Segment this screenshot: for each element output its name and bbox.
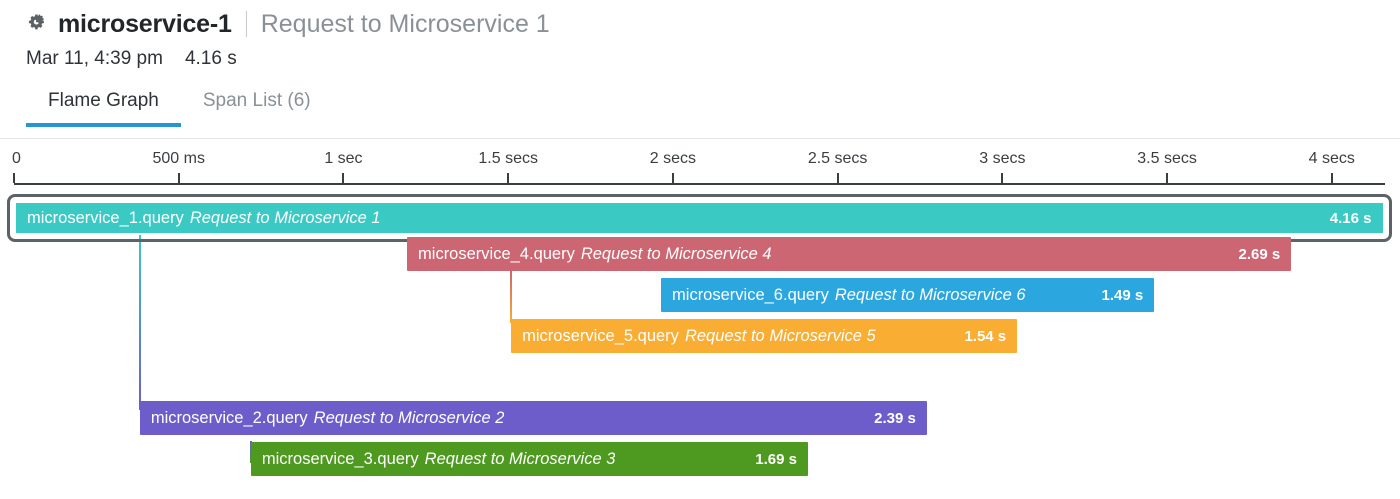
flame-bar-label: microservice_5.query Request to Microserv… xyxy=(511,327,876,346)
flame-bar-duration: 2.39 s xyxy=(874,409,916,427)
flame-bar[interactable]: microservice_5.query Request to Microserv… xyxy=(511,319,1018,353)
flame-bar-span-name: microservice_2.query xyxy=(150,408,308,427)
flame-bar-duration: 1.49 s xyxy=(1101,286,1144,304)
tab-span-list[interactable]: Span List (6) xyxy=(202,90,311,111)
title-divider xyxy=(245,11,247,37)
flame-bar-duration: 1.69 s xyxy=(755,450,797,468)
flame-bar-label: microservice_1.query Request to Microserv… xyxy=(16,209,381,228)
flame-bar-label: microservice_4.query Request to Microserv… xyxy=(407,245,772,264)
flame-bar-duration: 2.69 s xyxy=(1238,245,1281,263)
flame-bar-span-name: microservice_6.query xyxy=(672,285,829,304)
trace-subheader: Mar 11, 4:39 pm 4.16 s xyxy=(26,48,237,70)
flame-bar-label: microservice_3.query Request to Microserv… xyxy=(251,450,616,469)
axis-tick xyxy=(177,173,180,183)
tab-flame-graph[interactable]: Flame Graph xyxy=(26,90,181,127)
axis-tick xyxy=(342,173,345,183)
time-axis: 0 500 ms 1 sec 1.5 secs 2 secs 2.5 secs 3 secs… xyxy=(0,150,1400,188)
span-connector-line xyxy=(138,230,141,410)
flame-bar[interactable]: microservice_4.query Request to Microserv… xyxy=(407,237,1292,271)
axis-tick-label: 2.5 secs xyxy=(807,150,868,167)
flame-bar-operation: Request to Microservice 4 xyxy=(580,244,772,263)
axis-tick-label: 3.5 secs xyxy=(1137,150,1197,167)
axis-tick xyxy=(1001,173,1004,183)
axis-tick xyxy=(1166,173,1169,183)
flame-bar[interactable]: microservice_3.query Request to Microserv… xyxy=(250,442,808,476)
tab-bottom-rule xyxy=(0,138,1400,139)
flame-bar-span-name: microservice_3.query xyxy=(261,449,419,468)
axis-tick xyxy=(671,173,674,183)
flame-bar-span-name: microservice_1.query xyxy=(27,208,184,227)
axis-tick xyxy=(1330,173,1333,183)
operation-name: Request to Microservice 1 xyxy=(260,9,550,38)
axis-tick-label: 500 ms xyxy=(152,150,205,167)
axis-tick-label: 0 xyxy=(12,150,21,167)
axis-line xyxy=(14,183,1385,185)
flame-bar[interactable]: microservice_6.query Request to Microserv… xyxy=(661,278,1155,312)
flame-bar-label: microservice_6.query Request to Microserv… xyxy=(661,286,1026,305)
axis-tick-label: 1.5 secs xyxy=(478,150,538,167)
tab-bar[interactable]: Flame Graph Span List (6) xyxy=(26,90,333,127)
trace-timestamp: Mar 11, 4:39 pm xyxy=(26,48,163,69)
trace-header: microservice-1 Request to Microservice 1 xyxy=(26,6,550,42)
axis-tick xyxy=(13,173,15,183)
flame-bar-operation: Request to Microservice 5 xyxy=(684,326,876,345)
axis-tick-label: 2 secs xyxy=(649,150,697,167)
flame-bar-duration: 4.16 s xyxy=(1329,209,1372,227)
axis-tick xyxy=(507,173,510,183)
axis-tick xyxy=(836,173,839,183)
flame-bar-operation: Request to Microservice 3 xyxy=(424,449,616,468)
axis-tick-label: 3 secs xyxy=(979,150,1026,167)
flame-bar-label: microservice_2.query Request to Microserv… xyxy=(140,409,505,428)
flame-bar-operation: Request to Microservice 2 xyxy=(313,408,505,427)
axis-tick-label: 4 secs xyxy=(1308,150,1355,167)
flame-bar-span-name: microservice_4.query xyxy=(418,244,575,263)
flame-bar-duration: 1.54 s xyxy=(964,327,1007,345)
axis-tick-label: 1 sec xyxy=(324,150,363,167)
flame-bar[interactable]: microservice_1.query Request to Microserv… xyxy=(7,194,1392,242)
service-name: microservice-1 xyxy=(58,9,232,38)
span-connector-line xyxy=(510,271,513,323)
flame-bar-operation: Request to Microservice 1 xyxy=(189,208,381,227)
trace-duration: 4.16 s xyxy=(184,48,237,69)
flame-bar-span-name: microservice_5.query xyxy=(522,326,679,345)
flame-bar-operation: Request to Microservice 6 xyxy=(834,285,1026,304)
flame-bar[interactable]: microservice_2.query Request to Microserv… xyxy=(139,401,927,435)
gears-icon xyxy=(26,13,48,35)
